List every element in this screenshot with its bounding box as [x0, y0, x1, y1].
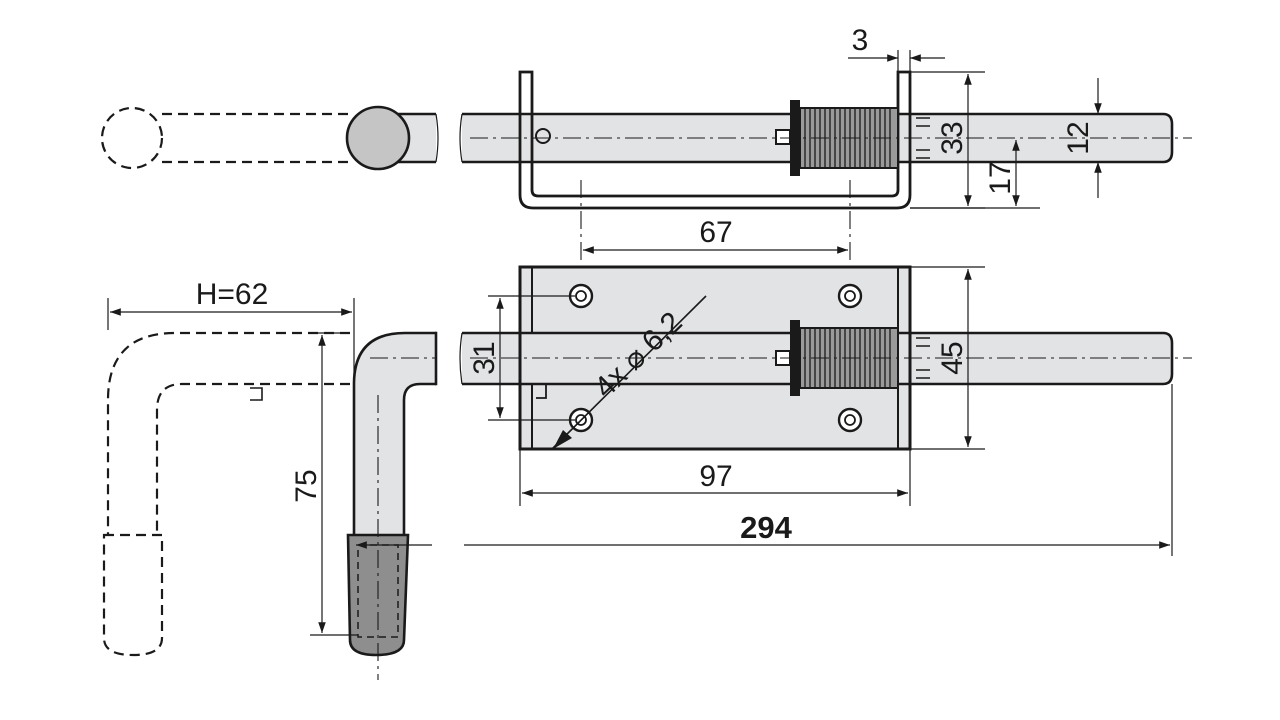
dim-31-label: 31 [468, 341, 501, 374]
dim-67-label: 67 [699, 216, 732, 249]
ghost-grip [102, 533, 164, 657]
dim-97-label: 97 [699, 460, 732, 493]
ghost-handle-outer [106, 331, 350, 535]
handle-bend [352, 331, 438, 539]
knob [345, 105, 411, 171]
grip-hidden-line [357, 544, 399, 638]
cross-pin-top [775, 129, 791, 145]
front-view: 31 4x ⌀ 6,2 45 [434, 265, 1192, 451]
gap-marks-front [916, 337, 930, 379]
dim-294: 294 [356, 384, 1173, 556]
dim-75-label: 75 [290, 469, 323, 502]
ghost-handle-inner [155, 382, 350, 535]
rod-break-edge [435, 113, 463, 163]
handle: H=62 75 [102, 278, 438, 680]
dim-17-label: 17 [984, 161, 1017, 194]
mounting-hole-tr [837, 283, 863, 309]
right-angle-marker [536, 383, 547, 399]
hole-callout-leader [550, 295, 707, 451]
dim-12-label: 12 [1062, 121, 1095, 154]
rod-break-front [436, 331, 462, 386]
dim-67: 67 [583, 216, 848, 254]
dim-45-label: 45 [936, 341, 969, 374]
rod-break-front-edge [459, 332, 463, 385]
dim-33-label: 33 [936, 121, 969, 154]
dim-h62-label: H=62 [196, 278, 269, 311]
mounting-hole-br [837, 407, 863, 433]
dim-3-label: 3 [852, 24, 869, 57]
dim-294-label: 294 [740, 510, 792, 545]
gap-marks-top [916, 117, 930, 159]
rod-break [436, 112, 462, 164]
small-bracket-mark [250, 387, 263, 401]
dim-97: 97 [519, 449, 911, 506]
hole-callout-arrow [553, 430, 572, 449]
pin-hole [535, 128, 551, 144]
ghost-knob [100, 106, 164, 170]
top-view: 3 33 17 12 [100, 24, 1192, 210]
